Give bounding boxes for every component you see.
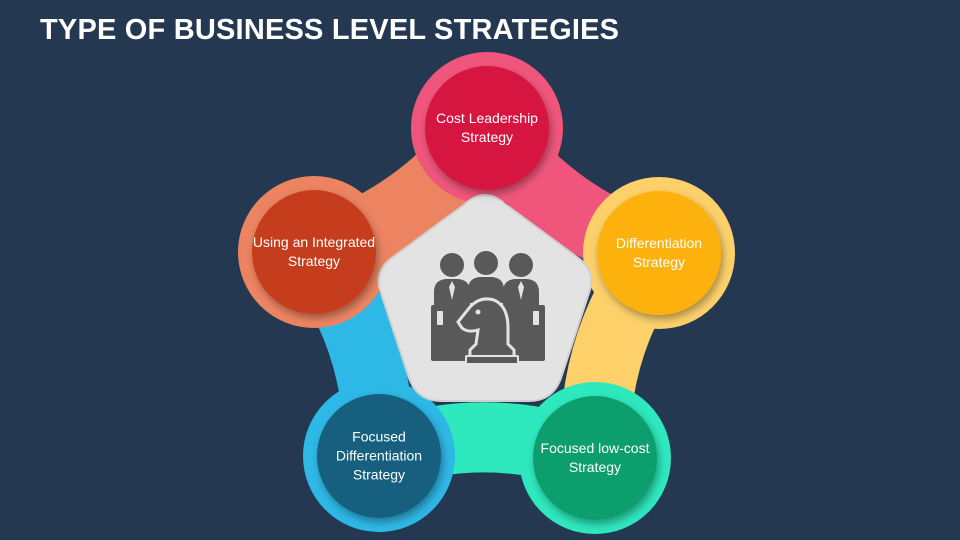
node-circle-focused-low-cost [533,396,657,520]
node-circle-integrated [252,190,376,314]
node-label-cost-leadership: Cost Leadership Strategy [436,110,538,145]
page-title: TYPE OF BUSINESS LEVEL STRATEGIES [40,14,620,46]
business-team-chess-knight-icon [431,251,545,365]
node-label-focused-differentiation: Focused Differentiation Strategy [335,428,423,483]
node-label-integrated: Using an Integrated Strategy [252,234,376,269]
node-label-focused-low-cost: Focused low-cost Strategy [540,440,650,475]
node-circle-focused-differentiation [317,394,441,518]
node-circle-differentiation [597,191,721,315]
node-label-differentiation: Differentiation Strategy [615,235,703,270]
node-circle-cost-leadership [425,66,549,190]
